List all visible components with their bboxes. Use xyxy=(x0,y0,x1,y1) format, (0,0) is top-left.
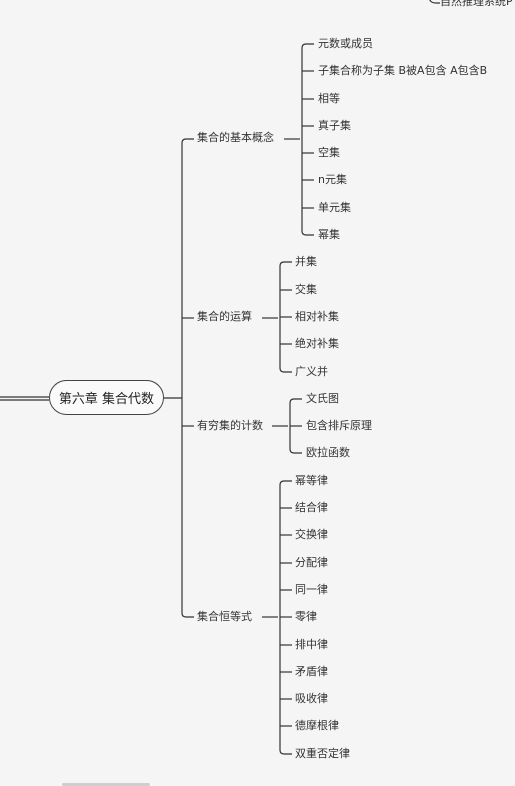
branch-finite-set-counting[interactable]: 有穷集的计数 xyxy=(197,419,263,432)
leaf-node[interactable]: 单元集 xyxy=(318,201,351,214)
root-topic-node[interactable]: 第六章 集合代数 xyxy=(49,380,164,415)
leaf-node[interactable]: 德摩根律 xyxy=(295,719,339,732)
root-topic-label: 第六章 集合代数 xyxy=(58,392,155,407)
leaf-node[interactable]: 交集 xyxy=(295,283,317,296)
bracket-basic-concepts xyxy=(301,43,314,236)
leaf-node[interactable]: 空集 xyxy=(318,146,340,159)
branch-set-operations[interactable]: 集合的运算 xyxy=(197,310,252,323)
partial-connector xyxy=(429,0,440,4)
leaf-node[interactable]: 欧拉函数 xyxy=(306,446,350,459)
branch-set-identities[interactable]: 集合恒等式 xyxy=(197,610,252,623)
leaf-node[interactable]: 幂等律 xyxy=(295,474,328,487)
leaf-node[interactable]: 矛盾律 xyxy=(295,665,328,678)
main-bracket xyxy=(181,138,194,618)
leaf-node[interactable]: 文氏图 xyxy=(306,392,339,405)
leaf-node[interactable]: 包含排斥原理 xyxy=(306,419,372,432)
leaf-node[interactable]: 相对补集 xyxy=(295,310,339,323)
partial-topic-node[interactable]: 自然推理系统P xyxy=(440,0,513,8)
leaf-node[interactable]: 同一律 xyxy=(295,583,328,596)
leaf-node[interactable]: n元集 xyxy=(318,173,347,186)
leaf-node[interactable]: 结合律 xyxy=(295,501,328,514)
branch-basic-concepts[interactable]: 集合的基本概念 xyxy=(197,131,274,144)
leaf-node[interactable]: 零律 xyxy=(295,610,317,623)
leaf-node[interactable]: 并集 xyxy=(295,255,317,268)
leaf-node[interactable]: 真子集 xyxy=(318,119,351,132)
leaf-node[interactable]: 双重否定律 xyxy=(295,747,350,760)
leaf-node[interactable]: 绝对补集 xyxy=(295,337,339,350)
horizontal-scrollbar[interactable] xyxy=(62,783,150,786)
leaf-node[interactable]: 广义并 xyxy=(295,365,328,378)
leaf-node[interactable]: 幂集 xyxy=(318,228,340,241)
leaf-node[interactable]: 吸收律 xyxy=(295,692,328,705)
leaf-node[interactable]: 子集合称为子集 B被A包含 A包含B xyxy=(318,64,488,77)
leaf-node[interactable]: 元数或成员 xyxy=(318,37,373,50)
leaf-node[interactable]: 分配律 xyxy=(295,556,328,569)
leaf-node[interactable]: 排中律 xyxy=(295,638,328,651)
leaf-node[interactable]: 交换律 xyxy=(295,528,328,541)
leaf-node[interactable]: 相等 xyxy=(318,92,340,105)
